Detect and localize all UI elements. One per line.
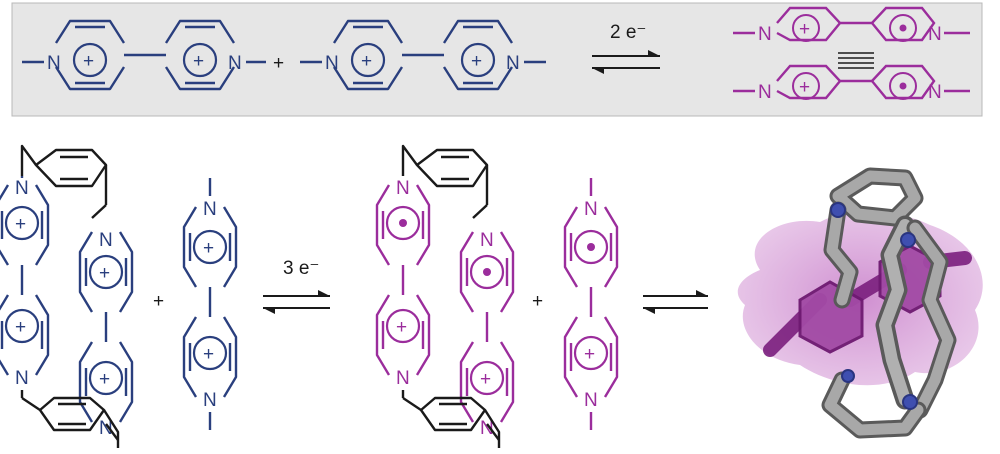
- nitrogen-label: N: [325, 53, 339, 74]
- charge-circle: [88, 254, 124, 290]
- nitrogen-label: N: [928, 24, 942, 45]
- plus-charge: +: [15, 317, 26, 338]
- nitrogen-label: N: [758, 24, 772, 45]
- radical-dot: [899, 82, 907, 90]
- xylylene-top: [20, 144, 108, 219]
- nitrogen-label: N: [584, 390, 598, 411]
- radical-circle: [385, 205, 421, 241]
- charge-circle: [192, 335, 228, 371]
- nitrogen-label: N: [584, 199, 598, 220]
- nitrogen-label: N: [15, 368, 29, 389]
- equilibrium-arrow-right: [643, 290, 708, 314]
- viologen-dication-2: N N + +: [300, 19, 546, 91]
- xylylene-bottom: [20, 390, 120, 448]
- charge-circle: [192, 229, 228, 265]
- equilibrium-arrow-bottom: [263, 290, 330, 314]
- plus-charge: +: [361, 51, 372, 72]
- nitrogen-label: N: [15, 178, 29, 199]
- charge-circle: [4, 205, 40, 241]
- charge-circle: [792, 72, 820, 100]
- plus-charge: +: [193, 51, 204, 72]
- charge-circle: [350, 42, 386, 78]
- radical-circle: [889, 72, 917, 100]
- nitrogen-label: N: [506, 53, 520, 74]
- plus-charge: +: [799, 77, 810, 98]
- radical-cation-dimer: N N + N N +: [733, 6, 970, 103]
- plus-sign-top: +: [273, 53, 284, 74]
- viologen-dication-1: N N + +: [22, 19, 266, 91]
- plus-sign-bottom-left: +: [153, 291, 164, 312]
- charge-circle: [182, 42, 218, 78]
- nitrogen-label: N: [47, 53, 61, 74]
- nitrogen-label: N: [203, 199, 217, 220]
- nitrogen-label: N: [928, 82, 942, 103]
- charge-circle: [88, 360, 124, 396]
- plus-charge: +: [99, 369, 110, 390]
- nitrogen-label: N: [396, 178, 410, 199]
- radical-dot: [483, 268, 491, 276]
- charge-circle: [385, 308, 421, 344]
- host-cyclophane-model: [821, 167, 957, 439]
- plus-charge: +: [799, 19, 810, 40]
- radical-circle: [889, 14, 917, 42]
- cyclophane-tetracation: N N + + N N + +: [0, 144, 134, 448]
- radical-dot: [899, 24, 907, 32]
- equilibrium-arrow-top: [592, 50, 660, 74]
- viologen-dication-guest: N N + +: [182, 178, 238, 430]
- charge-circle: [4, 308, 40, 344]
- radical-dot: [587, 243, 595, 251]
- charge-circle: [460, 42, 496, 78]
- plus-charge: +: [480, 369, 491, 390]
- nitrogen-atoms-model: [830, 202, 918, 410]
- nitrogen-label: N: [758, 82, 772, 103]
- radical-circle: [573, 229, 609, 265]
- plus-charge: +: [83, 51, 94, 72]
- plus-charge: +: [584, 344, 595, 365]
- nitrogen-label: N: [203, 390, 217, 411]
- charge-circle: [573, 335, 609, 371]
- electron-count-bottom: 3 e⁻: [283, 258, 319, 279]
- nitrogen-label: N: [99, 230, 113, 251]
- nitrogen-label: N: [228, 53, 242, 74]
- plus-charge: +: [15, 214, 26, 235]
- nitrogen-label: N: [480, 418, 494, 439]
- nitrogen-label: N: [99, 418, 113, 439]
- radical-cation-lower: N N +: [733, 64, 970, 103]
- radical-circle: [469, 254, 505, 290]
- inclusion-complex-model: [737, 167, 983, 439]
- charge-circle: [792, 14, 820, 42]
- plus-charge: +: [396, 317, 407, 338]
- plus-charge: +: [203, 238, 214, 259]
- pimer-bond: [838, 52, 874, 69]
- charge-circle: [469, 360, 505, 396]
- radical-dot: [399, 219, 407, 227]
- radical-cation-upper: N N +: [733, 6, 970, 45]
- nitrogen-label: N: [396, 368, 410, 389]
- electron-count-top: 2 e⁻: [610, 22, 646, 43]
- plus-charge: +: [99, 263, 110, 284]
- cyclophane-radical: N N + N N +: [375, 144, 515, 448]
- nitrogen-label: N: [480, 230, 494, 251]
- plus-charge: +: [471, 51, 482, 72]
- plus-sign-bottom-right: +: [532, 291, 543, 312]
- charge-circle: [72, 42, 108, 78]
- plus-charge: +: [203, 344, 214, 365]
- viologen-radical-guest: N N +: [563, 178, 619, 430]
